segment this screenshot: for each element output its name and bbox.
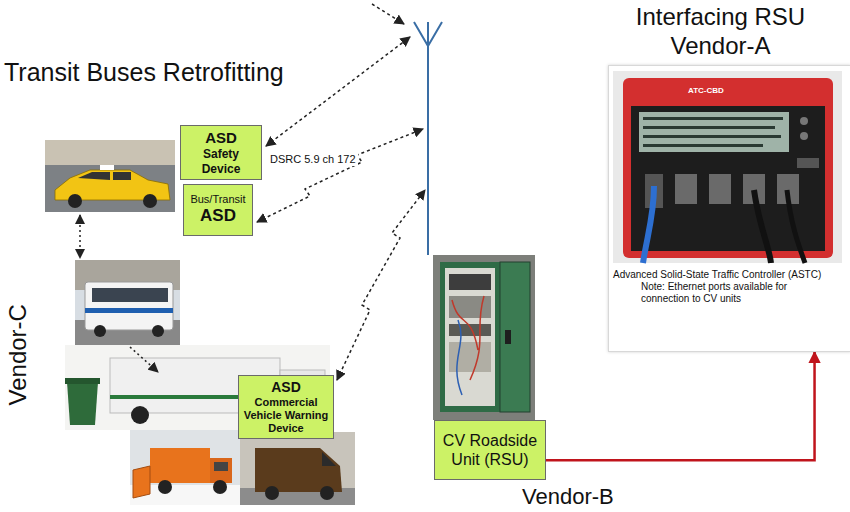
vehicle-link	[130, 347, 158, 372]
device-box: ASDCommercial Vehicle Warning Device	[238, 375, 334, 439]
delivery-van-photo	[240, 432, 355, 505]
snowplow-photo	[210, 458, 232, 483]
rsu-cabinet-photo	[449, 296, 491, 318]
delivery-van-photo	[322, 452, 336, 466]
bus-photo	[75, 260, 180, 345]
rsu-cabinet-photo	[449, 342, 491, 372]
taxi-photo	[45, 140, 175, 212]
delivery-van-photo	[255, 448, 342, 492]
node-heading: ASD	[205, 129, 237, 147]
controller-photo	[800, 132, 808, 140]
rsu-cabinet-photo	[433, 255, 535, 420]
rsu-cabinet-photo	[433, 255, 535, 420]
vehicle-link	[79, 215, 81, 258]
section-heading: Interfacing RSU Vendor-A	[618, 2, 823, 60]
device-box: Bus/TransitASD	[183, 184, 253, 236]
wireless-link	[372, 4, 404, 24]
node-heading: Advanced Solid-State Traffic Controller …	[613, 269, 842, 281]
wireless-link	[266, 37, 410, 146]
controller-photo	[709, 174, 731, 204]
snowplow-photo	[130, 430, 240, 505]
node-heading: CV Roadside Unit (RSU)	[439, 431, 541, 469]
rsu-cabinet-photo	[445, 268, 495, 406]
controller-photo	[800, 117, 808, 125]
snowplow-photo	[133, 466, 150, 498]
taxi-photo	[45, 140, 175, 212]
wired-connection	[546, 352, 815, 460]
taxi-photo	[45, 140, 175, 165]
node-text: Commercial Vehicle Warning Device	[243, 396, 329, 436]
taxi-photo	[68, 194, 82, 208]
controller-photo	[675, 174, 697, 204]
snowplow-photo	[213, 480, 227, 494]
snowplow-photo	[214, 462, 228, 471]
controller-photo	[643, 126, 775, 129]
controller-photo	[609, 66, 846, 266]
wireless-link	[257, 4, 425, 380]
controller-photo	[643, 135, 781, 138]
bus-photo	[85, 308, 173, 313]
antenna-symbol	[414, 22, 442, 255]
taxi-photo	[100, 165, 114, 170]
antenna-symbol	[414, 22, 442, 255]
wireless-link	[257, 129, 423, 222]
controller-photo	[643, 144, 763, 147]
device-box: ASDSafety Device	[180, 125, 262, 180]
bus-photo	[75, 260, 180, 345]
channel-label: DSRC 5.9 ch 172	[268, 153, 358, 166]
garbage-truck-photo	[67, 382, 98, 425]
snowplow-photo	[130, 430, 240, 505]
delivery-van-photo	[265, 486, 279, 500]
wireless-link	[337, 190, 425, 380]
bus-photo	[152, 325, 164, 337]
node-text: Note: Ethernet ports available for conne…	[641, 281, 826, 305]
snowplow-photo	[158, 480, 172, 494]
rsu-cabinet-photo	[449, 274, 491, 290]
delivery-van-photo	[240, 432, 355, 505]
controller-photo	[639, 112, 789, 152]
taxi-photo	[45, 165, 175, 212]
controller-photo	[754, 190, 771, 263]
bus-photo	[94, 325, 106, 337]
rsu-cabinet-photo	[440, 262, 500, 412]
rsu-box: CV Roadside Unit (RSU)	[434, 420, 546, 480]
taxi-photo	[78, 172, 110, 180]
controller-photo	[643, 117, 783, 120]
rsu-cabinet-photo	[500, 262, 530, 412]
controller-panel: Advanced Solid-State Traffic Controller …	[608, 65, 850, 352]
node-heading: Bus/Transit	[190, 193, 245, 206]
bus-photo	[92, 288, 168, 302]
controller-photo	[787, 190, 805, 263]
rsu-cabinet-photo	[505, 330, 511, 344]
vehicle-link	[80, 215, 158, 372]
controller-photo	[797, 158, 819, 168]
taxi-photo	[113, 172, 131, 180]
taxi-photo	[143, 194, 157, 208]
rsu-cabinet-photo	[457, 320, 462, 395]
vendor-label: Vendor-C	[4, 295, 32, 415]
section-heading: Transit Buses Retrofitting	[4, 58, 284, 87]
bus-photo	[85, 282, 173, 330]
controller-photo	[613, 71, 842, 263]
node-text: Safety Device	[185, 147, 257, 176]
delivery-van-photo	[320, 486, 334, 500]
garbage-truck-photo	[131, 406, 149, 424]
node-text: ASD	[200, 206, 236, 226]
vendor-label: Vendor-B	[522, 484, 614, 509]
controller-photo	[643, 186, 654, 263]
node-heading: ASD	[271, 379, 301, 396]
snowplow-photo	[150, 448, 210, 483]
garbage-truck-photo	[65, 378, 100, 384]
controller-photo	[623, 78, 833, 258]
